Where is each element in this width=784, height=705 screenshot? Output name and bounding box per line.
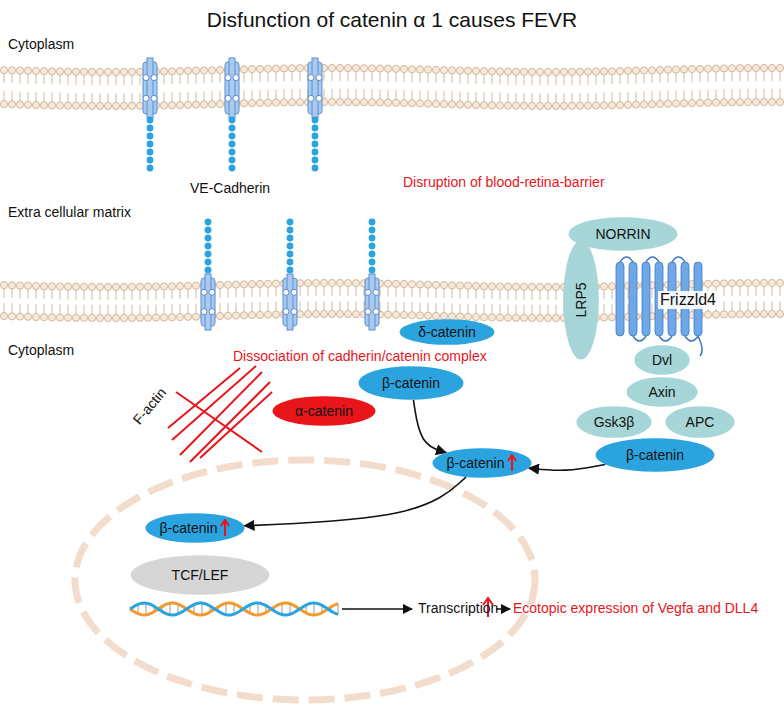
protein-node: APC (665, 406, 735, 438)
annotation-label: Transcription (418, 600, 498, 616)
annotation-label: Dissociation of cadherin/catenin complex (233, 348, 487, 364)
node-text: NORRIN (595, 226, 650, 242)
node-text: β-catenin (382, 375, 440, 391)
protein-node: Dvl (634, 345, 690, 375)
f-actin-filaments (168, 366, 272, 462)
protein-node: LRP5 (563, 240, 599, 360)
annotation-label: F-actin (130, 384, 170, 427)
annotation-label: Ecotopic expression of Vegfa and DLL4 (513, 600, 758, 616)
translocation-arrow (244, 477, 466, 526)
translocation-arrow (529, 464, 605, 470)
node-text: LRP5 (573, 282, 589, 317)
protein-node: β-catenin (595, 438, 715, 472)
diagram-title: Disfunction of catenin α 1 causes FEVR (0, 8, 784, 32)
node-text: β-catenin (447, 455, 505, 471)
node-content: Gsk3β (594, 414, 635, 430)
node-text: δ-catenin (418, 324, 476, 340)
protein-node: α-catenin (272, 396, 376, 426)
node-text: APC (686, 414, 715, 430)
protein-node: Axin (626, 377, 698, 407)
dna-helix (130, 603, 338, 615)
node-content: β-catenin (382, 375, 440, 391)
annotation-label: Disruption of blood-retina-barrier (403, 174, 605, 190)
node-content: β-catenin (626, 447, 684, 463)
protein-node: δ-catenin (399, 319, 495, 345)
annotation-label: VE-Cadherin (190, 180, 270, 196)
protein-node: β-catenin (432, 448, 532, 478)
node-text: Axin (648, 384, 675, 400)
ve-cadherin-symbols (143, 58, 379, 330)
node-text: TCF/LEF (172, 567, 229, 583)
annotation-label: Cytoplasm (8, 36, 74, 52)
node-content: Dvl (652, 352, 672, 368)
increase-arrow (507, 454, 517, 472)
node-text: Frizzld4 (658, 291, 718, 309)
nucleus-envelope (75, 460, 535, 700)
node-content: α-catenin (295, 403, 353, 419)
protein-node: Gsk3β (576, 406, 652, 438)
node-text: α-catenin (295, 403, 353, 419)
protein-node: Frizzld4 (655, 290, 721, 310)
node-text: β-catenin (626, 447, 684, 463)
lipid-bilayer (0, 64, 783, 321)
increase-arrow (220, 519, 230, 537)
node-content: APC (686, 414, 715, 430)
node-content: LRP5 (573, 282, 589, 317)
protein-node: β-catenin (145, 513, 245, 543)
node-content: TCF/LEF (172, 567, 229, 583)
protein-node: β-catenin (358, 366, 464, 400)
node-content: NORRIN (595, 226, 650, 242)
node-text: Dvl (652, 352, 672, 368)
node-text: Gsk3β (594, 414, 635, 430)
transcription-arrow (342, 608, 412, 610)
node-text: β-catenin (160, 520, 218, 536)
node-content: Frizzld4 (658, 291, 718, 309)
node-content: β-catenin (160, 519, 231, 537)
protein-node: TCF/LEF (130, 555, 270, 595)
annotation-label: Cytoplasm (8, 342, 74, 358)
annotation-label: Extra cellular matrix (8, 204, 131, 220)
node-content: β-catenin (447, 454, 518, 472)
translocation-arrow (413, 400, 446, 453)
node-content: δ-catenin (418, 324, 476, 340)
node-content: Axin (648, 384, 675, 400)
